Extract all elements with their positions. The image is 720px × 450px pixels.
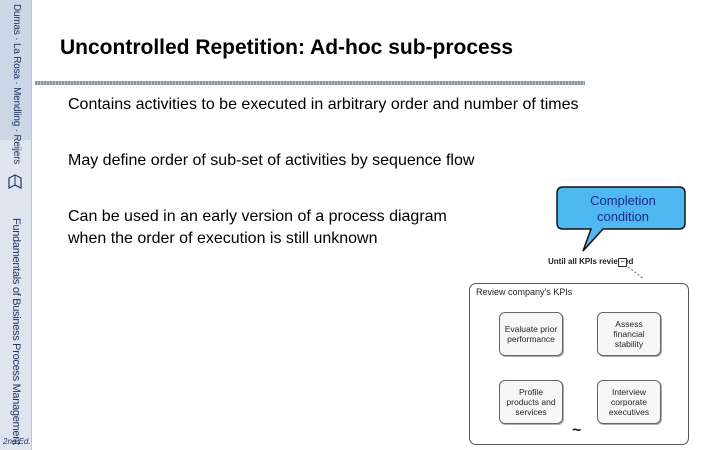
sidebar-header [0,0,31,140]
book-title-text: Fundamentals of Business Process Managem… [10,218,22,445]
task-3-line-2: products and [506,397,556,407]
completion-condition-label: Until all KPIs reviewed [548,257,634,266]
bullet-2: May define order of sub-set of activitie… [68,152,475,169]
task-interview-corporate-executives: Interview corporate executives [597,380,661,424]
callout-line-2: condition [596,209,650,224]
bullet-3-line-1: Can be used in an early version of a pro… [68,208,447,225]
association-line [627,266,645,280]
task-2-line-1: Assess [615,319,643,329]
task-3-line-1: Profile [518,387,544,397]
callout-text: Completion condition [568,193,678,225]
task-4-line-3: executives [608,407,650,417]
adhoc-marker: ~ [572,422,582,439]
condition-marker: ~ [618,258,627,267]
sidebar: Dumas · La Rosa · Mendling · Reijers Fun… [0,0,32,450]
book-icon [8,174,22,189]
task-1-line-2: performance [507,334,555,344]
callout-bubble [556,186,686,252]
authors-text: Dumas · La Rosa · Mendling · Reijers [11,4,22,165]
edition-text: 2nd Ed. [3,437,31,446]
bullet-3: Can be used in an early version of a pro… [68,206,447,250]
bullet-3-line-2: when the order of execution is still unk… [68,230,378,247]
callout-line-1: Completion [590,193,656,208]
adhoc-subprocess: Review company's KPIs Evaluate prior per… [469,283,689,445]
task-profile-products-and-services: Profile products and services [499,380,563,424]
task-4-line-1: Interview [611,387,646,397]
task-4-line-2: corporate [611,397,647,407]
subprocess-label: Review company's KPIs [476,287,573,297]
task-3-line-3: services [515,407,547,417]
task-assess-financial-stability: Assess financial stability [597,312,661,356]
title-underline [35,81,585,85]
task-2-line-2: financial [613,329,645,339]
task-evaluate-prior-performance: Evaluate prior performance [499,312,563,356]
task-1-line-1: Evaluate prior [504,324,558,334]
slide-title: Uncontrolled Repetition: Ad-hoc sub-proc… [60,36,514,59]
task-2-line-3: stability [614,339,644,349]
bullet-1: Contains activities to be executed in ar… [68,96,579,113]
